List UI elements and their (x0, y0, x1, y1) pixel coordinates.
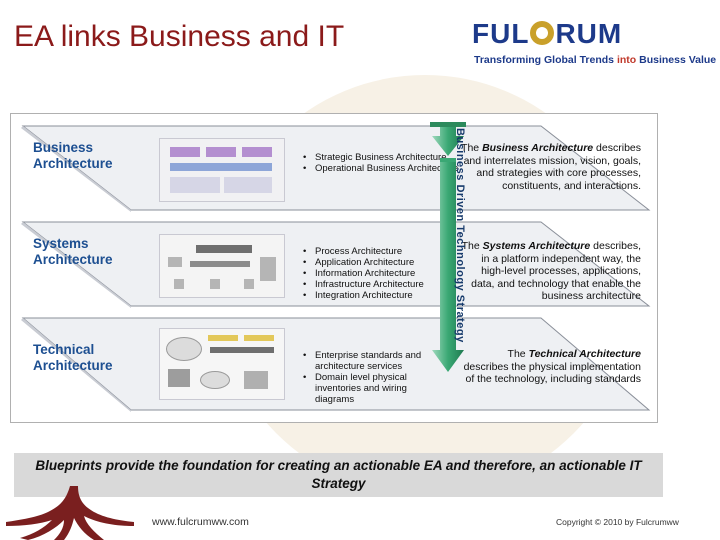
logo-wordmark: FUL RUM (472, 18, 622, 50)
systems-bullets: Process Architecture Application Archite… (303, 246, 424, 301)
desc-post: describes, in a platform independent way… (471, 240, 641, 302)
footer-copyright: Copyright © 2010 by Fulcrumww (556, 517, 679, 527)
arrow-label: Business Driven Technology Strategy (454, 128, 466, 343)
technical-bullets: Enterprise standards and architecture se… (303, 350, 435, 405)
desc-pre: The (461, 240, 483, 252)
bullet-item: Process Architecture (303, 246, 424, 257)
desc-post: describes and interrelates mission, visi… (463, 142, 641, 192)
label-line2: Architecture (33, 156, 113, 171)
bullet-item: Strategic Business Architecture (303, 152, 458, 163)
architecture-diagram-panel: Business Architecture Strategic Business… (10, 113, 658, 423)
blueprint-banner: Blueprints provide the foundation for cr… (14, 453, 663, 497)
business-diagram-thumbnail (159, 138, 285, 202)
fulcrum-logo: FUL RUM Transforming Global Trends into B… (472, 18, 716, 70)
logo-word-right: RUM (555, 18, 623, 49)
desc-pre: The (461, 142, 483, 154)
label-line1: Systems (33, 236, 89, 251)
bullet-item: Application Architecture (303, 257, 424, 268)
footer-url[interactable]: www.fulcrumww.com (152, 516, 249, 528)
layer-technical: Technical Architecture Enterprise standa… (21, 314, 651, 412)
business-bullets: Strategic Business Architecture Operatio… (303, 152, 458, 174)
logo-tagline: Transforming Global Trends into Business… (474, 54, 716, 66)
bullet-item: Integration Architecture (303, 290, 424, 301)
technical-diagram-thumbnail (159, 328, 285, 400)
desc-pre: The (507, 348, 529, 360)
business-architecture-label: Business Architecture (33, 140, 113, 172)
bullet-item: Infrastructure Architecture (303, 279, 424, 290)
systems-description: The Systems Architecture describes, in a… (461, 240, 641, 303)
tagline-end: Business Value (639, 54, 717, 66)
label-line1: Business (33, 140, 94, 155)
bullet-item: Domain level physical inventories and wi… (303, 372, 435, 405)
label-line2: Architecture (33, 252, 113, 267)
logo-word-left: FUL (472, 18, 530, 49)
bullet-item: Operational Business Architecture (303, 163, 458, 174)
label-line1: Technical (33, 342, 95, 357)
desc-post: describes the physical implementation of… (463, 360, 641, 386)
bullet-item: Information Architecture (303, 268, 424, 279)
desc-bold: Technical Architecture (528, 348, 641, 360)
fulcrum-logo-mark-icon (530, 21, 555, 45)
tagline-accent: into (614, 54, 640, 66)
label-line2: Architecture (33, 358, 113, 373)
tagline-main: Transforming Global Trends (474, 54, 615, 66)
business-description: The Business Architecture describes and … (461, 142, 641, 192)
layer-systems: Systems Architecture Process Architectur… (21, 218, 651, 310)
systems-diagram-thumbnail (159, 234, 285, 298)
tree-roots-icon (6, 486, 134, 540)
technical-architecture-label: Technical Architecture (33, 342, 113, 374)
desc-bold: Systems Architecture (482, 240, 591, 252)
desc-bold: Business Architecture (482, 142, 594, 154)
page-title: EA links Business and IT (14, 20, 345, 53)
layer-business: Business Architecture Strategic Business… (21, 122, 651, 214)
bullet-item: Enterprise standards and architecture se… (303, 350, 435, 372)
down-arrow-icon (430, 122, 466, 372)
systems-architecture-label: Systems Architecture (33, 236, 113, 268)
technical-description: The Technical Architecture describes the… (461, 348, 641, 386)
